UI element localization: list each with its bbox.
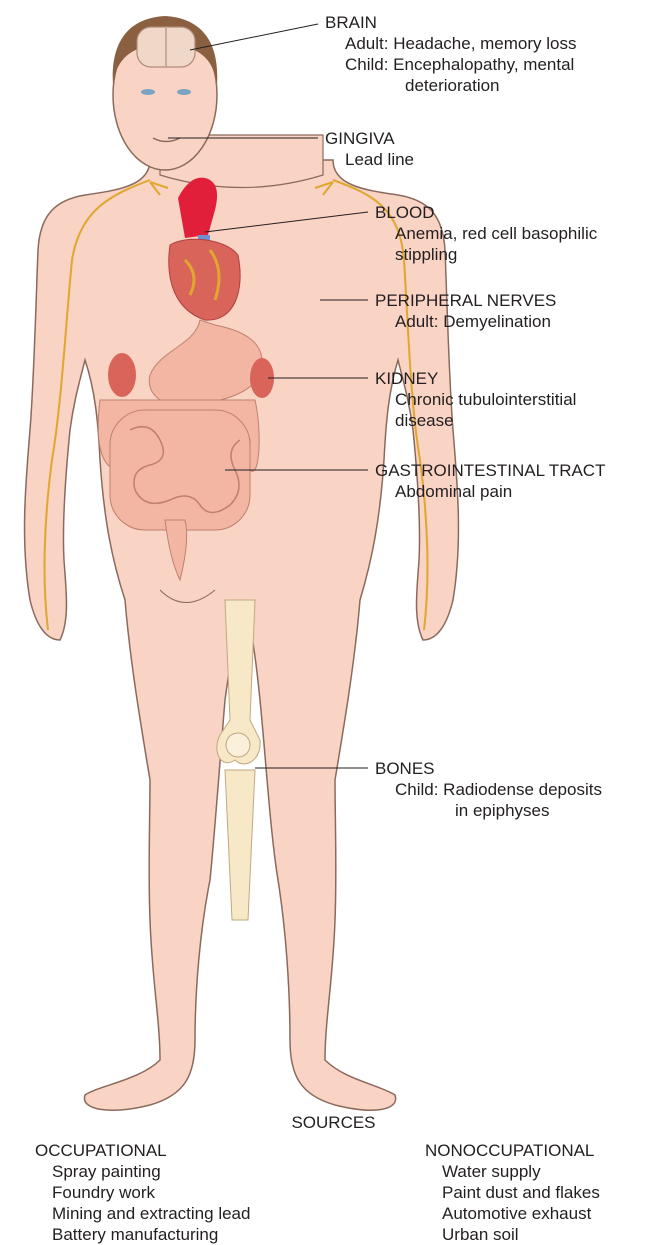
occupational-item: Battery manufacturing	[35, 1224, 250, 1245]
brain-leader	[190, 24, 318, 50]
brain-icon	[137, 27, 195, 67]
nonoccupational-title: NONOCCUPATIONAL	[425, 1140, 600, 1161]
blood-title: BLOOD	[375, 202, 597, 223]
gi-line-1: Abdominal pain	[375, 481, 605, 502]
kidney-label: KIDNEY Chronic tubulointerstitial diseas…	[375, 368, 576, 431]
nonoccupational-list: NONOCCUPATIONAL Water supply Paint dust …	[425, 1140, 600, 1245]
kidney-line-1: Chronic tubulointerstitial	[375, 389, 576, 410]
occupational-list: OCCUPATIONAL Spray painting Foundry work…	[35, 1140, 250, 1245]
occupational-title: OCCUPATIONAL	[35, 1140, 250, 1161]
nonoccupational-item: Automotive exhaust	[425, 1203, 600, 1224]
brain-line-3: deterioration	[325, 75, 577, 96]
left-eye-icon	[141, 89, 155, 95]
gingiva-title: GINGIVA	[325, 128, 414, 149]
nerves-line-1: Adult: Demyelination	[375, 311, 556, 332]
brain-label: BRAIN Adult: Headache, memory loss Child…	[325, 12, 577, 96]
nonoccupational-item: Water supply	[425, 1161, 600, 1182]
bones-label: BONES Child: Radiodense deposits in epip…	[375, 758, 602, 821]
bones-line-2: in epiphyses	[375, 800, 602, 821]
nonoccupational-item: Paint dust and flakes	[425, 1182, 600, 1203]
nerves-title: PERIPHERAL NERVES	[375, 290, 556, 311]
nonoccupational-item: Urban soil	[425, 1224, 600, 1245]
bones-line-1: Child: Radiodense deposits	[375, 779, 602, 800]
bones-title: BONES	[375, 758, 602, 779]
blood-label: BLOOD Anemia, red cell basophilic stippl…	[375, 202, 597, 265]
kidney-left-icon	[108, 353, 136, 397]
sources-title: SOURCES	[0, 1113, 667, 1133]
kidney-title: KIDNEY	[375, 368, 576, 389]
body-figure	[25, 16, 459, 1110]
gingiva-label: GINGIVA Lead line	[325, 128, 414, 170]
brain-title: BRAIN	[325, 12, 577, 33]
blood-line-2: stippling	[375, 244, 597, 265]
blood-line-1: Anemia, red cell basophilic	[375, 223, 597, 244]
right-eye-icon	[177, 89, 191, 95]
nerves-label: PERIPHERAL NERVES Adult: Demyelination	[375, 290, 556, 332]
occupational-item: Mining and extracting lead	[35, 1203, 250, 1224]
gi-title: GASTROINTESTINAL TRACT	[375, 460, 605, 481]
gi-label: GASTROINTESTINAL TRACT Abdominal pain	[375, 460, 605, 502]
occupational-item: Foundry work	[35, 1182, 250, 1203]
brain-line-2: Child: Encephalopathy, mental	[325, 54, 577, 75]
kidney-line-2: disease	[375, 410, 576, 431]
occupational-item: Spray painting	[35, 1161, 250, 1182]
gingiva-line-1: Lead line	[325, 149, 414, 170]
brain-line-1: Adult: Headache, memory loss	[325, 33, 577, 54]
